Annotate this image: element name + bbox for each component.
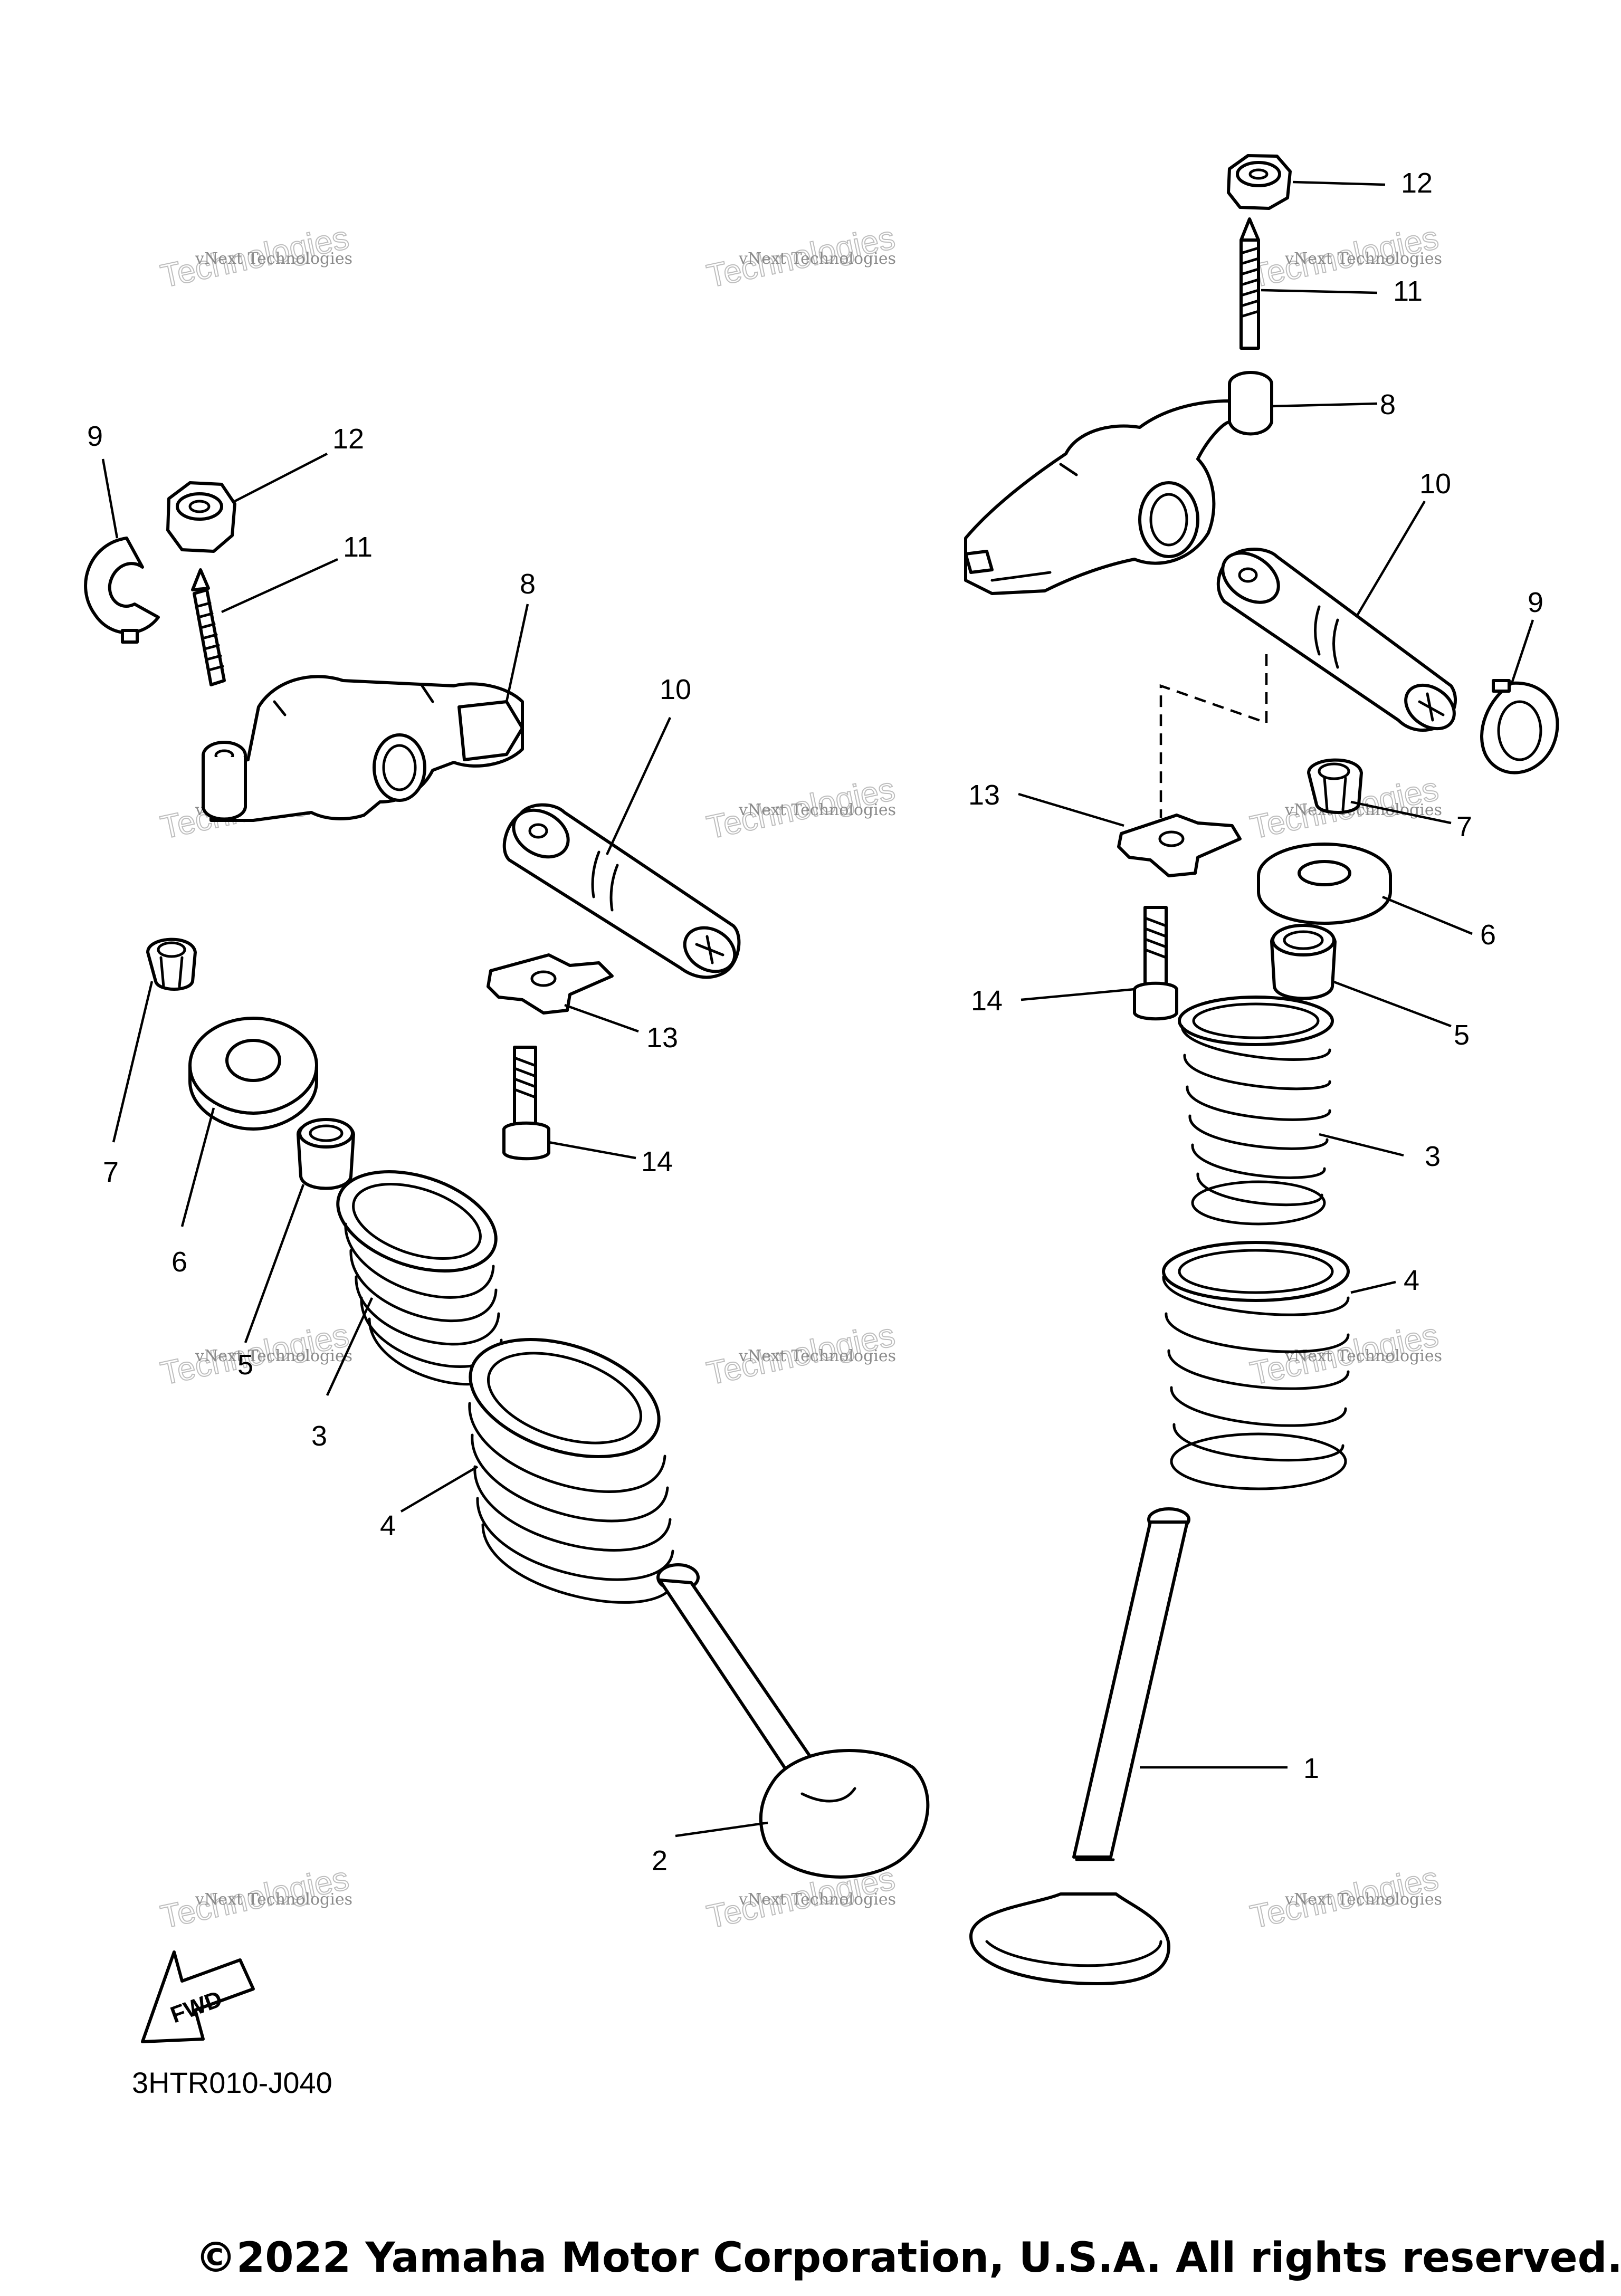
callout-3-left: 3 — [311, 1420, 327, 1452]
callout-13-right: 13 — [968, 779, 1000, 811]
callout-6-right: 6 — [1480, 919, 1496, 951]
svg-text:vNext Technologies: vNext Technologies — [1284, 1890, 1442, 1909]
svg-text:vNext Technologies: vNext Technologies — [738, 1347, 896, 1365]
watermark-bottom-left: Technologies vNext Technologies — [157, 1860, 352, 1936]
part-9-circlip-right — [1480, 679, 1559, 774]
callout-1: 1 — [1303, 1753, 1319, 1784]
part-14-bolt-left — [502, 1046, 550, 1161]
callout-6-left: 6 — [171, 1246, 187, 1278]
callout-11-right: 11 — [1393, 275, 1423, 307]
svg-text:vNext Technologies: vNext Technologies — [195, 1347, 352, 1365]
part-2-valve-left — [656, 1563, 930, 1879]
part-11-adjuster-screw-left — [191, 568, 226, 686]
part-5-oil-seal-left — [297, 1118, 355, 1190]
callout-5-right: 5 — [1454, 1019, 1470, 1051]
callout-7-right: 7 — [1456, 811, 1472, 843]
part-10-rocker-shaft-left — [502, 803, 741, 979]
watermark-low-center: Technologies vNext Technologies — [703, 1316, 899, 1393]
fwd-arrow-icon: FWD — [141, 1950, 255, 2043]
callout-11-left: 11 — [343, 531, 373, 563]
part-5-oil-seal-right — [1270, 924, 1337, 1000]
part-13-plate-right — [1117, 814, 1242, 877]
callout-14-right: 14 — [971, 985, 1003, 1017]
part-3-inner-spring-right — [1178, 996, 1334, 1226]
part-9-circlip-left — [84, 537, 160, 644]
svg-text:vNext Technologies: vNext Technologies — [195, 250, 352, 268]
callout-10-right: 10 — [1419, 468, 1451, 500]
callout-13-left: 13 — [646, 1022, 678, 1054]
part-4-outer-spring-left — [468, 1338, 677, 1604]
callout-12-right: 12 — [1401, 167, 1433, 199]
svg-text:vNext Technologies: vNext Technologies — [738, 801, 896, 819]
callout-12-left: 12 — [332, 423, 364, 455]
part-12-nut-right — [1227, 154, 1292, 210]
svg-text:vNext Technologies: vNext Technologies — [738, 1890, 896, 1909]
part-6-spring-retainer-right — [1257, 843, 1392, 925]
copyright-notice: ©2022 Yamaha Motor Corporation, U.S.A. A… — [195, 2234, 1621, 2282]
callout-9-left: 9 — [87, 420, 103, 452]
callout-4-left: 4 — [380, 1510, 396, 1542]
watermarks: Technologies vNext Technologies Technolo… — [157, 219, 1442, 1936]
callout-numbers: 9 12 11 8 10 13 14 7 6 5 3 4 2 12 11 8 1… — [87, 167, 1543, 1877]
callout-10-left: 10 — [660, 674, 691, 705]
part-13-plate-left — [487, 953, 614, 1015]
svg-text:vNext Technologies: vNext Technologies — [1284, 250, 1442, 268]
leader-lines — [101, 180, 1534, 1838]
part-7-valve-cotter-right — [1307, 758, 1363, 814]
part-6-spring-retainer-left — [188, 1017, 318, 1131]
right-assembly — [964, 154, 1559, 1985]
callout-2: 2 — [652, 1845, 668, 1877]
callout-9-right: 9 — [1528, 587, 1543, 618]
callout-8-left: 8 — [520, 568, 536, 600]
callout-5-left: 5 — [237, 1349, 253, 1381]
left-assembly: FWD — [84, 481, 930, 2043]
part-1-valve-right — [969, 1507, 1190, 1985]
part-8-rocker-arm-right — [964, 371, 1273, 595]
callout-7-left: 7 — [103, 1156, 119, 1188]
callout-14-left: 14 — [641, 1146, 673, 1178]
alignment-dashed-line — [1159, 654, 1268, 818]
watermark-mid-center: Technologies vNext Technologies — [703, 770, 899, 847]
part-4-outer-spring-right — [1162, 1241, 1350, 1490]
watermark-top-center: Technologies vNext Technologies — [703, 219, 899, 295]
part-11-adjuster-screw-right — [1239, 217, 1260, 350]
watermark-low-right: Technologies vNext Technologies — [1247, 1316, 1442, 1393]
part-3-inner-spring-left — [336, 1170, 506, 1386]
callout-3-right: 3 — [1425, 1141, 1441, 1172]
part-8-rocker-arm-left — [202, 675, 524, 822]
watermark-low-left: Technologies vNext Technologies — [157, 1316, 352, 1393]
diagram-code: 3HTR010-J040 — [132, 2066, 332, 2099]
svg-text:vNext Technologies: vNext Technologies — [195, 1890, 352, 1909]
part-7-valve-cotter-left — [146, 937, 197, 991]
watermark-bottom-right: Technologies vNext Technologies — [1247, 1860, 1442, 1936]
callout-8-right: 8 — [1380, 389, 1396, 420]
svg-text:vNext Technologies: vNext Technologies — [738, 250, 896, 268]
part-10-rocker-shaft-right — [1216, 548, 1457, 732]
callout-4-right: 4 — [1404, 1265, 1419, 1296]
svg-text:vNext Technologies: vNext Technologies — [1284, 1347, 1442, 1365]
watermark-top-left: Technologies vNext Technologies — [157, 219, 352, 295]
part-12-nut-left — [166, 481, 236, 553]
part-14-bolt-right — [1133, 906, 1178, 1021]
